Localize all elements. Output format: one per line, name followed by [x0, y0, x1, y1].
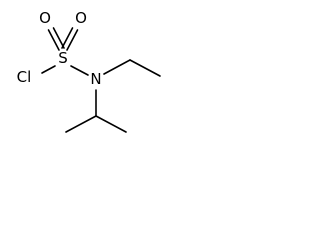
bond-s-n [70, 65, 89, 76]
bond-s-o-left [47, 27, 65, 51]
atom-oxygen-right: O [75, 9, 87, 27]
atom-nitrogen: N [90, 70, 101, 88]
chemical-structure: O O S Cl N [17, 9, 161, 133]
bond-isopropyl-ch-ch3-right [95, 115, 127, 133]
bond-s-o-right [61, 27, 79, 51]
bond-isopropyl-ch-ch3-left [65, 115, 97, 133]
bond-ethyl-ch2-ch3 [129, 59, 161, 77]
bond-s-cl [41, 65, 56, 74]
bond-n-ethyl-ch2 [103, 59, 131, 75]
atom-oxygen-left: O [39, 9, 51, 27]
atom-chlorine: Cl [17, 68, 32, 86]
atom-sulfur: S [58, 49, 68, 67]
